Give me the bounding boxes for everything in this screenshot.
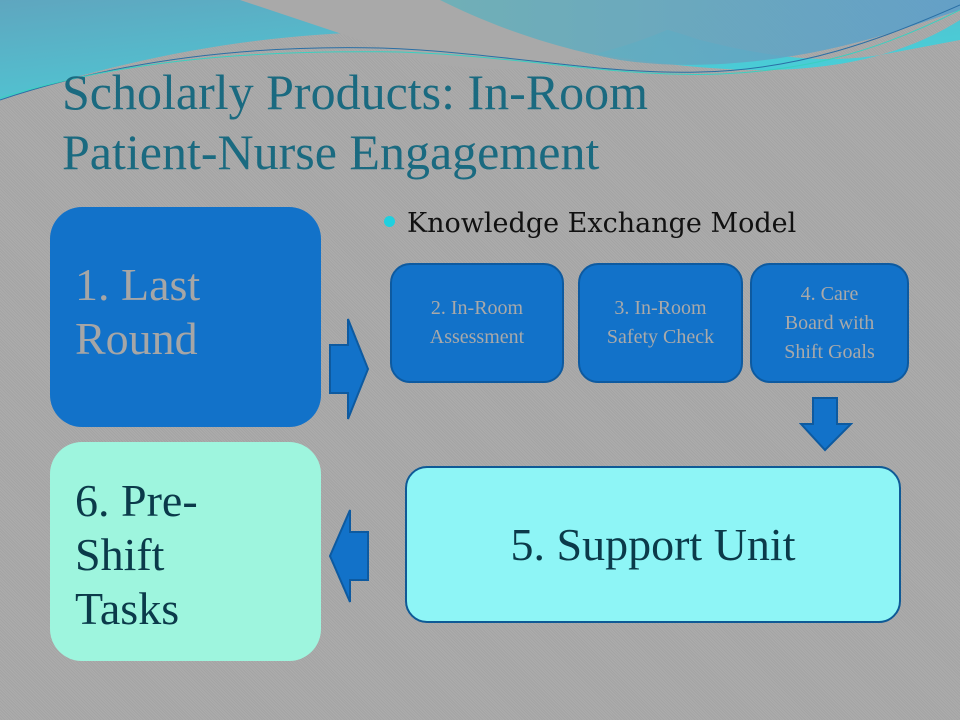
header-swoosh-decoration (0, 0, 960, 101)
slide-title: Scholarly Products: In-Room Patient-Nurs… (62, 62, 648, 182)
step-6-line: Tasks (75, 583, 180, 634)
title-line-2: Patient-Nurse Engagement (62, 124, 600, 180)
arrow-right-icon (329, 318, 370, 420)
step-3-line: 3. In-Room (614, 297, 707, 319)
step-6-line: 6. Pre- (75, 475, 198, 526)
step-3-in-room-safety-check: 3. In-Room Safety Check (578, 263, 743, 383)
step-2-in-room-assessment: 2. In-Room Assessment (390, 263, 564, 383)
step-4-care-board: 4. Care Board with Shift Goals (750, 263, 909, 383)
step-3-line: Safety Check (606, 326, 715, 348)
title-line-1: Scholarly Products: In-Room (62, 64, 649, 120)
bullet-dot-icon (384, 216, 395, 227)
bullet-item: Knowledge Exchange Model (384, 208, 796, 239)
step-1-last-round: 1. Last Round (50, 207, 321, 427)
step-6-pre-shift-tasks: 6. Pre- Shift Tasks (50, 442, 321, 661)
bullet-text: Knowledge Exchange Model (407, 208, 797, 239)
step-4-line: Board with (784, 311, 875, 334)
step-1-line: Round (75, 313, 198, 364)
step-5-support-unit: 5. Support Unit (405, 466, 901, 623)
arrow-left-icon (328, 509, 369, 603)
step-1-line: 1. Last (75, 259, 201, 310)
step-4-line: 4. Care (800, 282, 859, 305)
step-6-line: Shift (75, 529, 165, 580)
arrow-down-icon (799, 397, 853, 452)
step-4-line: Shift Goals (784, 340, 875, 363)
step-5-line: 5. Support Unit (510, 519, 796, 570)
step-2-line: 2. In-Room (430, 297, 524, 319)
step-2-line: Assessment (429, 326, 525, 348)
